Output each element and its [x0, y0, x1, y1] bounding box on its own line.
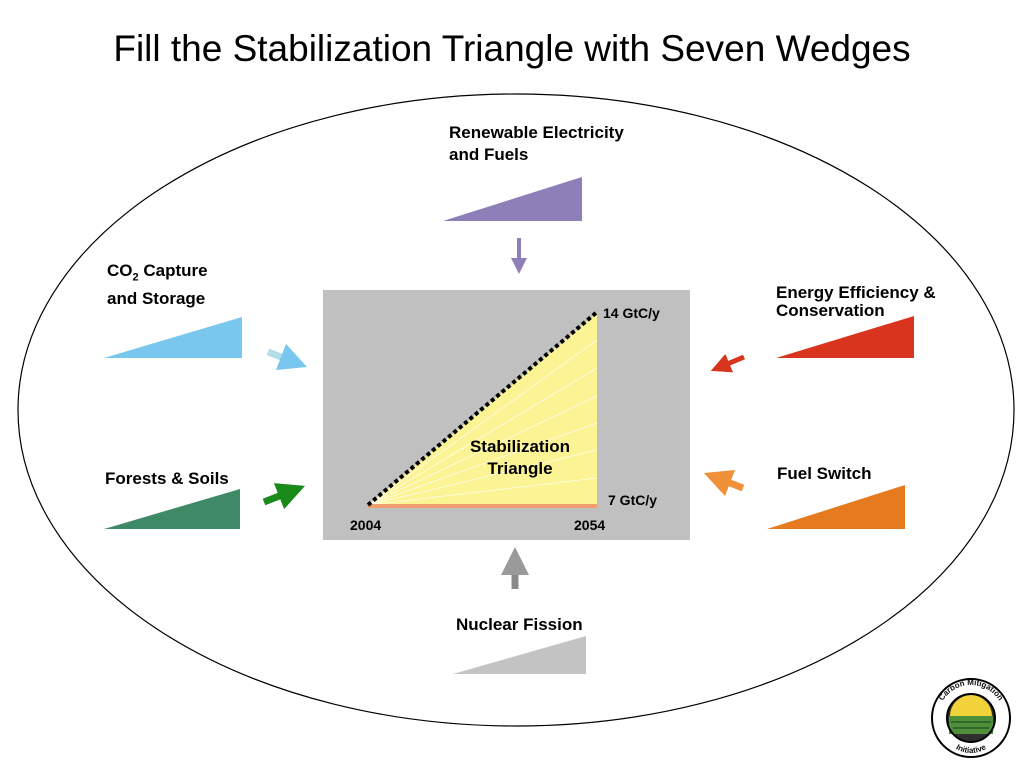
forests-wedge: [104, 489, 240, 529]
efficiency-label-line1: Energy Efficiency &: [776, 283, 936, 302]
ccs-label-line2: and Storage: [107, 289, 206, 309]
triangle-label-line1: Stabilization: [469, 437, 571, 456]
base-value-label: 7 GtC/y: [608, 492, 658, 508]
renewable-label: Renewable Electricity and Fuels: [449, 122, 624, 166]
nuclear-wedge: [453, 636, 586, 674]
start-year-label: 2004: [350, 517, 382, 533]
top-value-label: 14 GtC/y: [603, 305, 660, 321]
ccs-label-line1: CO2 Capture: [107, 260, 208, 288]
ccs-subscript: 2: [132, 271, 139, 284]
nuclear-label: Nuclear Fission: [456, 615, 583, 634]
carbon-mitigation-logo: Carbon Mitigation Initiative: [931, 678, 1011, 758]
end-year-label: 2054: [574, 517, 606, 533]
triangle-label: Stabilization Triangle: [450, 436, 590, 480]
efficiency-wedge: [776, 316, 914, 358]
stabilization-triangle: [366, 310, 599, 508]
ccs-capture: Capture: [138, 261, 208, 280]
efficiency-arrow: [710, 353, 745, 373]
page-title: Fill the Stabilization Triangle with Sev…: [113, 28, 911, 69]
ccs-arrow: [266, 343, 308, 371]
trajectory-dotted-line: [366, 310, 599, 507]
efficiency-label: Energy Efficiency & Conservation: [776, 284, 936, 320]
forests-arrow: [262, 483, 306, 510]
ccs-co: CO: [107, 261, 133, 280]
forests-label: Forests & Soils: [105, 469, 229, 488]
fuel-switch-arrow: [703, 469, 745, 497]
ccs-label: CO2 Capture and Storage: [107, 260, 208, 310]
renewable-label-line1: Renewable Electricity: [449, 123, 624, 142]
renewable-wedge: [443, 177, 582, 221]
outer-ellipse: [17, 93, 1015, 727]
triangle-label-line2: Triangle: [487, 459, 553, 478]
ccs-wedge: [104, 317, 242, 358]
svg-text:Initiative: Initiative: [955, 742, 988, 755]
logo-bottom-text: Initiative: [955, 742, 988, 755]
fuel-switch-label: Fuel Switch: [777, 464, 872, 483]
fuel-switch-wedge: [767, 485, 905, 529]
renewable-label-line2: and Fuels: [449, 145, 529, 164]
efficiency-label-line2: Conservation: [776, 301, 885, 320]
